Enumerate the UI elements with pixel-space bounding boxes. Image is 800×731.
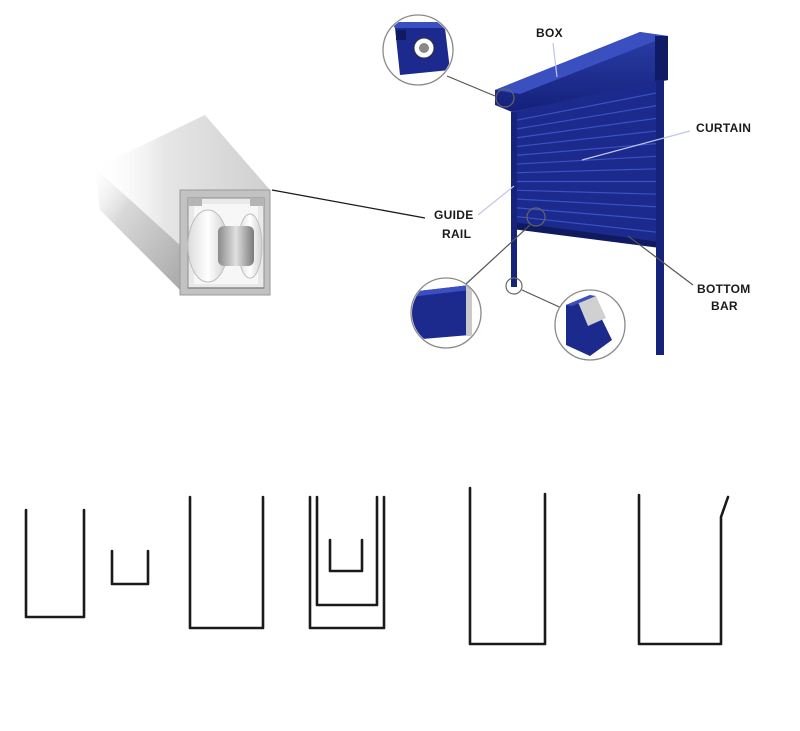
curtain-slat xyxy=(513,104,659,130)
guide-rail-label-line2: RAIL xyxy=(442,227,471,241)
curtain-slat xyxy=(513,130,659,148)
guide-rail-profile-detail xyxy=(554,289,626,361)
profile-u-with-angled-lip xyxy=(637,493,730,646)
bottom-bar-label-line1: BOTTOM xyxy=(697,282,751,296)
curtain-slat xyxy=(513,198,659,208)
curtain-label: CURTAIN xyxy=(696,121,751,135)
guide-rail-leader xyxy=(271,189,426,219)
curtain-slat xyxy=(513,189,659,195)
shutter-curtain xyxy=(512,80,660,245)
roller-axle xyxy=(218,226,254,266)
rail-detail-marker xyxy=(505,277,523,295)
curtain-slat xyxy=(513,92,659,122)
detail-1-leader xyxy=(446,75,496,97)
curtain-slat xyxy=(513,168,659,174)
detail-2-leader xyxy=(465,224,531,285)
profile-tall-u xyxy=(188,495,265,630)
box-label: BOX xyxy=(536,26,563,40)
bottom-bar-leader xyxy=(627,235,694,286)
bottom-bar-detail xyxy=(410,277,482,349)
profile-nested-triple-u xyxy=(308,495,386,630)
bottom-bar-label-line2: BAR xyxy=(711,299,738,313)
profile-sections xyxy=(24,486,730,646)
curtain-slat xyxy=(513,207,659,221)
roller-shutter xyxy=(495,32,668,355)
curtain-slat xyxy=(513,215,659,233)
profile-u-with-hook xyxy=(468,486,547,646)
profile-u-with-small-channel xyxy=(24,508,150,619)
shutter-bottom-bar xyxy=(512,222,660,248)
box-detail-marker xyxy=(495,88,515,108)
detail-3-leader xyxy=(521,289,567,311)
shutter-right-guide-rail xyxy=(656,80,664,355)
curtain-slat xyxy=(513,117,659,139)
guide-label-leader xyxy=(477,185,515,216)
curtain-leader xyxy=(581,130,691,161)
curtain-slat xyxy=(513,155,659,165)
curtain-detail-marker xyxy=(526,207,546,227)
box-endcap-detail xyxy=(382,14,454,86)
guide-rail-closeup xyxy=(95,115,271,296)
box-leader xyxy=(552,42,558,78)
shutter-left-guide-rail xyxy=(511,112,517,287)
guide-rail-label-line1: GUIDE xyxy=(434,208,474,222)
